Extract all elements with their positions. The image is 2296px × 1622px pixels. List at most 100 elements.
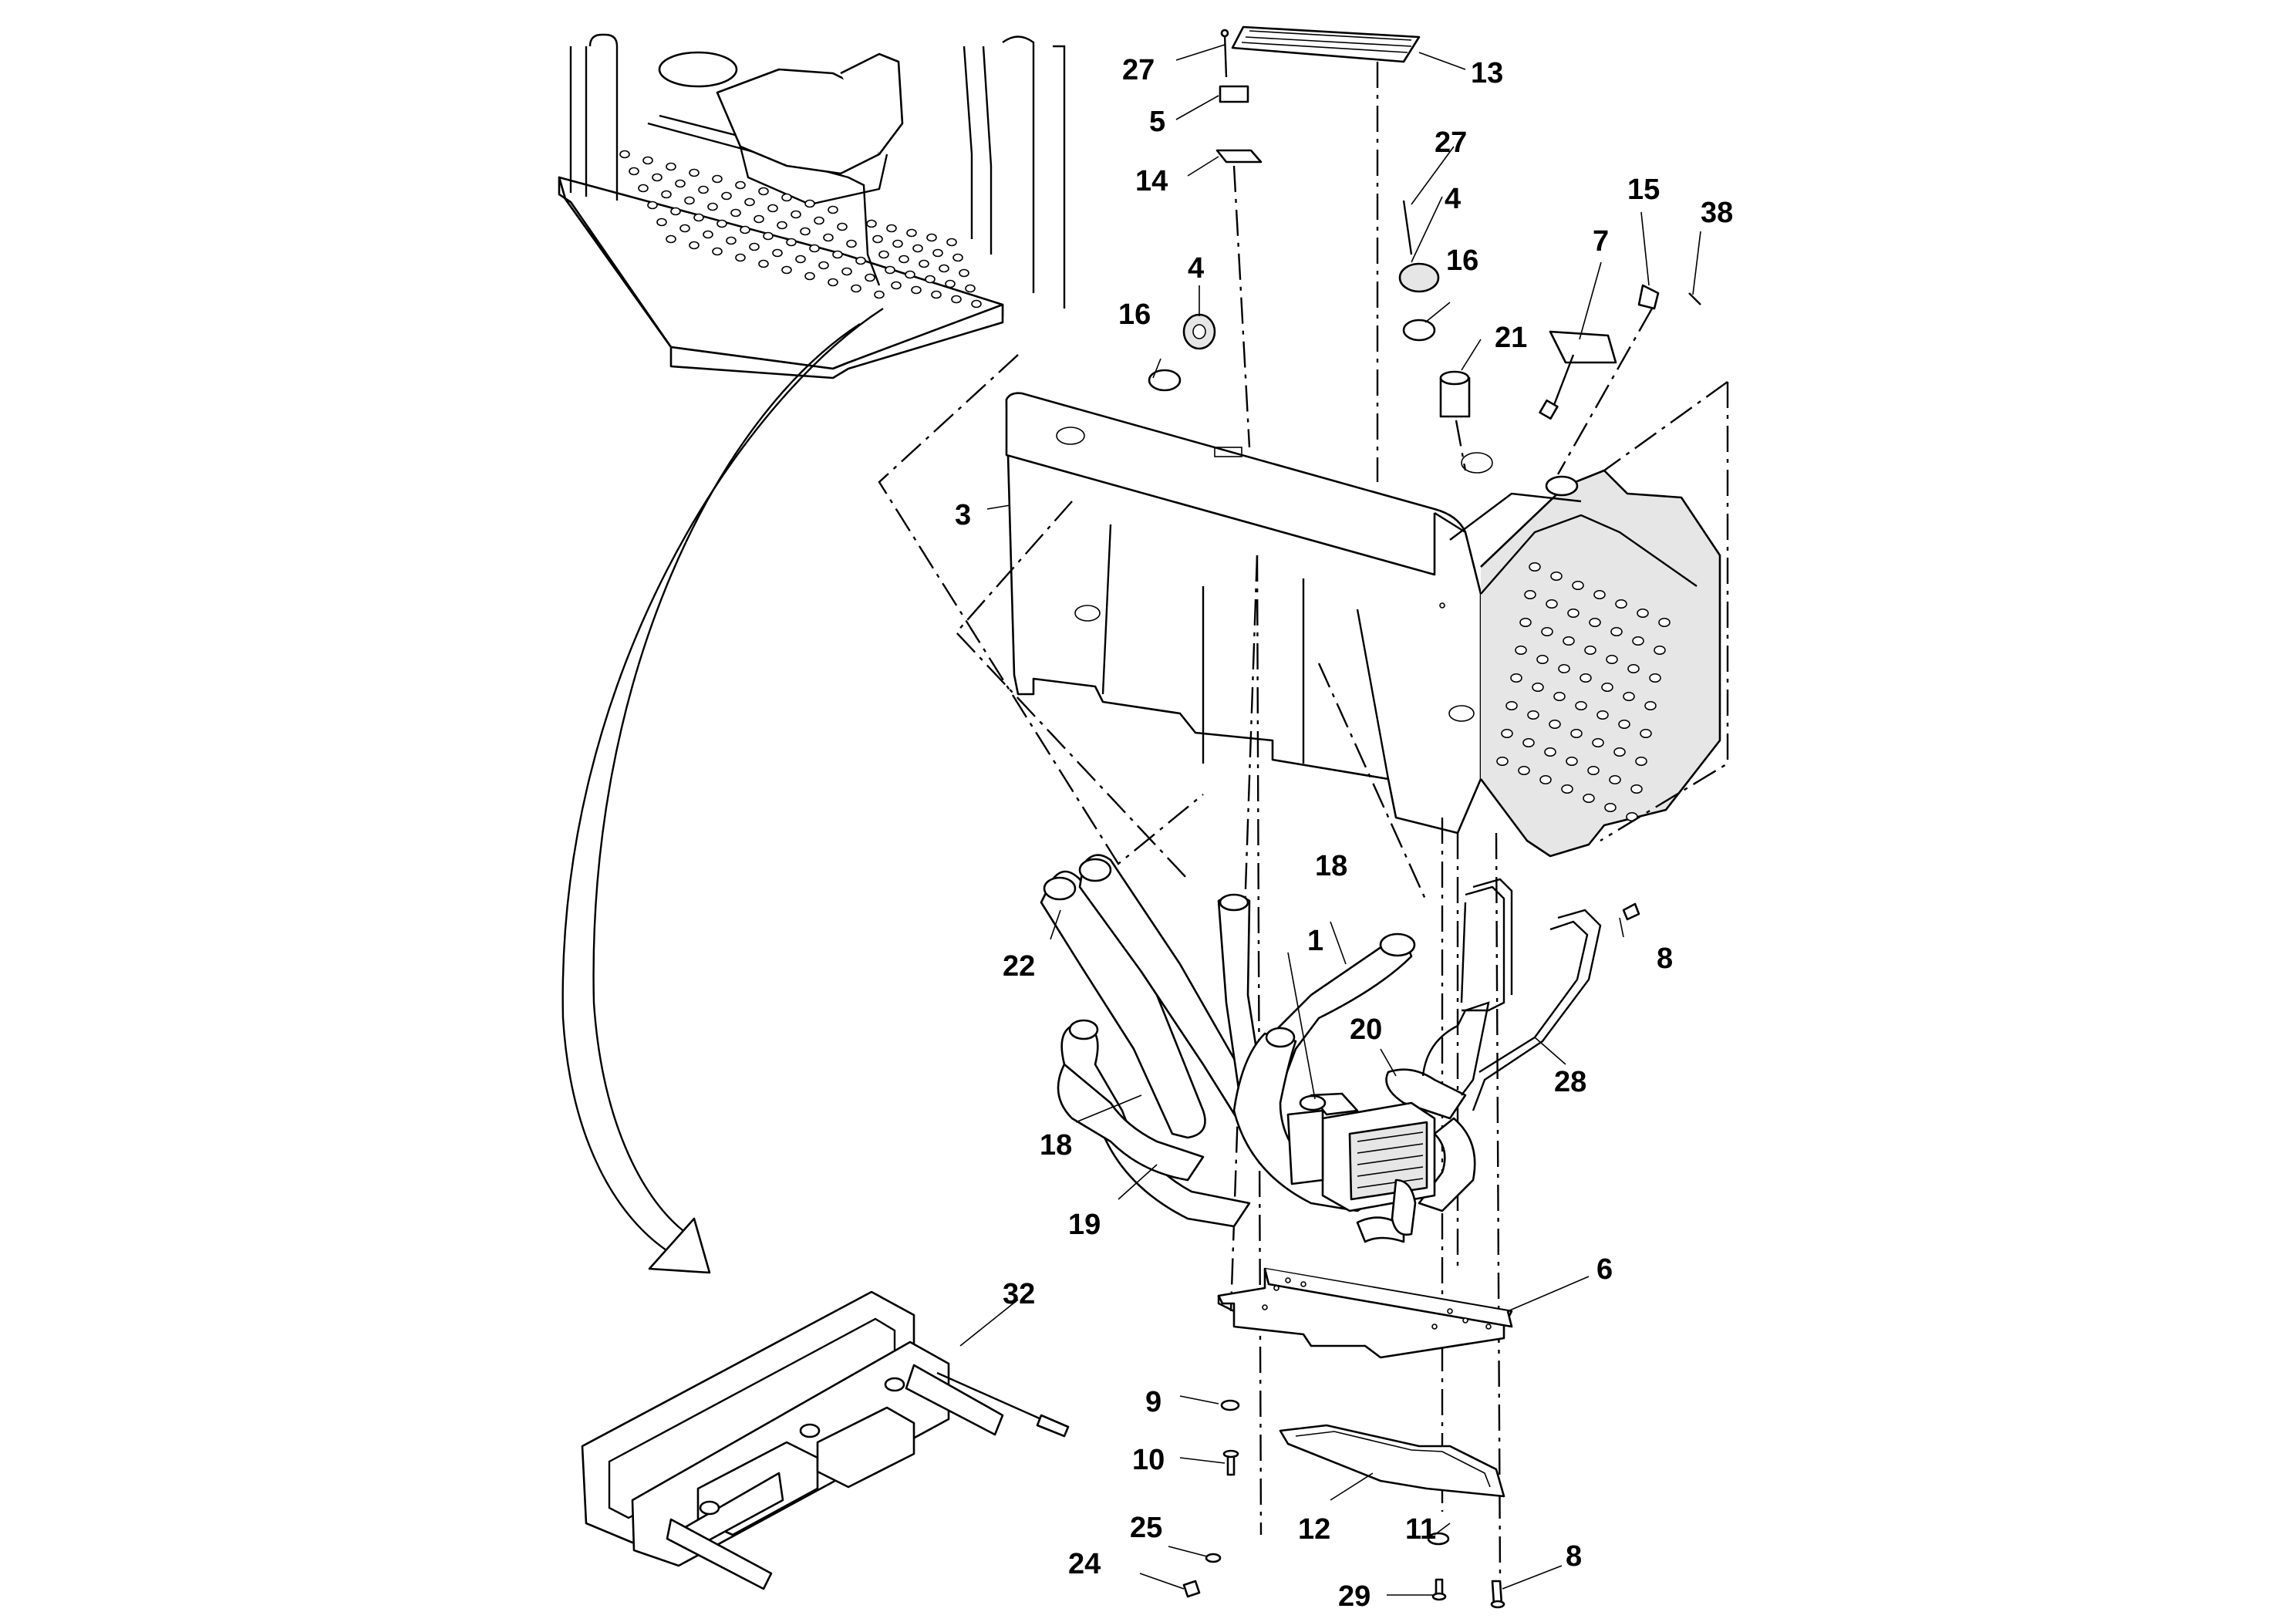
- perforation-hole: [828, 205, 838, 214]
- perforation-hole: [721, 191, 732, 201]
- callout-6: 6: [1596, 1253, 1613, 1286]
- perforation-hole: [1553, 691, 1566, 702]
- perforation-hole: [735, 180, 746, 190]
- perforation-hole: [1496, 756, 1509, 767]
- perforation-hole: [1589, 617, 1601, 628]
- perforation-hole: [1575, 700, 1587, 711]
- perforation-hole: [1572, 580, 1584, 591]
- perforation-hole: [932, 248, 943, 258]
- perforation-hole: [1505, 700, 1518, 711]
- perforation-hole: [1561, 784, 1573, 794]
- perforation-hole: [1519, 617, 1532, 628]
- perforation-hole: [675, 179, 686, 188]
- perforation-hole: [959, 268, 969, 278]
- perforation-hole: [804, 271, 815, 281]
- perforation-hole: [1592, 737, 1604, 748]
- callout-14: 14: [1135, 165, 1168, 197]
- heater-hoses: [1040, 854, 1476, 1228]
- cab-overview-inset: [558, 33, 1066, 379]
- floor-step-holes: [1496, 561, 1671, 822]
- perforation-hole: [951, 295, 962, 304]
- perforation-hole: [971, 299, 982, 309]
- perforation-hole: [1596, 710, 1609, 720]
- perforation-hole: [795, 255, 806, 264]
- perforation-hole: [1587, 765, 1600, 776]
- perforation-hole: [1640, 728, 1652, 739]
- perforation-hole: [866, 219, 877, 228]
- perforation-hole: [661, 190, 672, 199]
- perforation-hole: [886, 224, 897, 233]
- perforation-hole: [892, 239, 903, 248]
- perforation-hole: [1606, 654, 1618, 665]
- perforation-hole: [647, 201, 658, 210]
- perforation-hole: [772, 248, 783, 258]
- perforation-hole: [726, 236, 737, 245]
- cover-plate: [1217, 1267, 1513, 1359]
- perforation-hole: [911, 285, 922, 295]
- perforation-hole: [1654, 645, 1666, 656]
- callout-38: 38: [1701, 197, 1733, 229]
- pipe-bracket: [1421, 878, 1602, 1111]
- perforation-hole: [1658, 617, 1671, 628]
- callout-labels: 1 3 4 4 5 6 7 8 8 9 10 11 12 13 14 15 16…: [955, 54, 1733, 1613]
- callout-22: 22: [1003, 950, 1035, 983]
- perforation-hole: [828, 278, 838, 287]
- perforation-hole: [946, 238, 957, 247]
- perforation-hole: [878, 250, 889, 259]
- perforation-hole: [670, 207, 681, 216]
- perforation-hole: [1632, 636, 1644, 646]
- perforation-hole: [837, 222, 848, 231]
- perforation-hole: [809, 244, 820, 253]
- assembly-guides: [878, 62, 1729, 1578]
- perforation-hole: [744, 197, 755, 207]
- callout-3: 3: [955, 499, 971, 531]
- perforation-hole: [1593, 589, 1606, 600]
- perforation-hole: [1583, 793, 1595, 804]
- perforation-hole: [1518, 765, 1530, 776]
- perforation-hole: [814, 216, 824, 225]
- callout-24: 24: [1068, 1548, 1101, 1580]
- perforation-hole: [818, 261, 829, 270]
- callout-10: 10: [1132, 1444, 1165, 1476]
- pedal-detail: [581, 1290, 1070, 1590]
- perforation-hole: [1613, 747, 1626, 757]
- perforation-hole: [800, 227, 811, 236]
- callout-4-left: 4: [1188, 252, 1204, 285]
- perforation-hole: [619, 150, 630, 159]
- perforation-hole: [781, 193, 792, 202]
- callout-20: 20: [1350, 1013, 1382, 1046]
- perforation-hole: [872, 234, 883, 244]
- fasteners: [1182, 902, 1640, 1609]
- callout-21: 21: [1495, 322, 1527, 354]
- perforation-hole: [851, 284, 861, 293]
- callout-9: 9: [1145, 1386, 1161, 1418]
- callout-5: 5: [1149, 106, 1165, 138]
- perforation-hole: [1649, 673, 1661, 683]
- perforation-hole: [638, 184, 649, 193]
- perforation-hole: [689, 168, 700, 177]
- perforation-hole: [832, 250, 843, 259]
- perforation-hole: [712, 247, 723, 256]
- perforation-hole: [945, 279, 956, 288]
- perforation-hole: [1563, 636, 1575, 646]
- callout-28: 28: [1554, 1066, 1586, 1098]
- perforation-hole: [925, 275, 936, 284]
- perforation-hole: [1524, 589, 1536, 600]
- perforation-hole: [1615, 599, 1627, 609]
- perforation-hole: [1515, 645, 1527, 656]
- perforation-hole: [1558, 663, 1570, 674]
- perforation-hole: [1584, 645, 1596, 656]
- perforation-hole: [1610, 626, 1623, 637]
- callout-1: 1: [1307, 925, 1323, 957]
- perforation-hole: [899, 255, 909, 264]
- floor-pan: [1005, 392, 1721, 858]
- perforation-hole: [891, 281, 902, 290]
- callout-13: 13: [1471, 57, 1503, 89]
- perforation-hole: [698, 185, 709, 194]
- perforation-hole: [1549, 719, 1561, 730]
- perforation-hole: [656, 218, 667, 227]
- perforation-hole: [758, 259, 769, 268]
- perforation-hole: [939, 264, 949, 273]
- perforation-hole: [1501, 728, 1513, 739]
- callout-27-right: 27: [1435, 126, 1467, 159]
